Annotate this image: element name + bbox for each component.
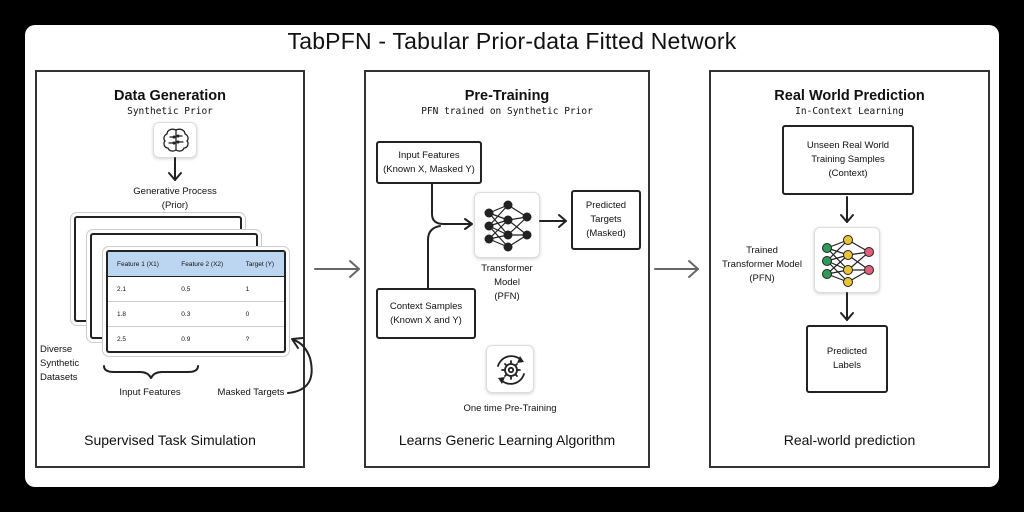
datasets-line: Datasets xyxy=(40,372,78,383)
table-cell: 1 xyxy=(236,276,284,302)
box-line: (Known X, Masked Y) xyxy=(383,163,475,175)
gear-cycle-icon xyxy=(497,355,525,385)
arrow-head xyxy=(558,214,567,228)
box-line: Labels xyxy=(832,360,861,371)
arrow-head xyxy=(168,172,182,181)
panel-subheading: In-Context Learning xyxy=(795,106,904,117)
arrow-masked-targets xyxy=(287,339,313,394)
model-line: Trained xyxy=(746,245,778,256)
box-line: Training Samples xyxy=(811,154,885,165)
connector-input-to-model xyxy=(431,183,471,225)
brain-tile xyxy=(153,122,197,158)
diverse-datasets-label: Diverse Synthetic Datasets xyxy=(40,343,100,385)
trained-model-tile xyxy=(814,227,880,293)
table-row: 2.1 0.5 1 xyxy=(108,276,284,302)
panel-heading: Data Generation xyxy=(114,88,226,104)
generative-process-line: Generative Process xyxy=(133,186,217,197)
panel-pre-training: Pre-Training PFN trained on Synthetic Pr… xyxy=(364,70,650,468)
box-line: Unseen Real World xyxy=(806,140,890,151)
arrow-head xyxy=(349,260,360,278)
model-line: (PFN) xyxy=(494,291,520,302)
box-line: (Masked) xyxy=(586,228,626,239)
pretraining-tile xyxy=(486,345,534,393)
arrow-head xyxy=(291,337,304,349)
predicted-targets-box: Predicted Targets (Masked) xyxy=(571,190,641,250)
diagram-title: TabPFN - Tabular Prior-data Fitted Netwo… xyxy=(287,28,737,54)
panel-footer: Real-world prediction xyxy=(783,432,916,448)
table-cell: 1.8 xyxy=(108,301,173,327)
table-cell: 2.1 xyxy=(108,276,173,302)
model-line: Model xyxy=(494,277,520,288)
trained-model-label: Trained Transformer Model (PFN) xyxy=(714,244,810,286)
predicted-labels-box: Predicted Labels xyxy=(806,325,888,393)
box-line: (Known X and Y) xyxy=(390,314,462,326)
input-features-label: Input Features xyxy=(119,387,181,398)
table-row: 2.5 0.9 ? xyxy=(108,327,284,352)
table-header: Feature 1 (X1) xyxy=(108,252,173,277)
box-line: Input Features xyxy=(398,149,460,161)
brain-icon xyxy=(163,128,189,152)
table-cell: 0 xyxy=(236,301,284,327)
context-samples-box: Context Samples (Known X and Y) xyxy=(376,288,476,339)
box-line: Targets xyxy=(590,214,622,225)
panel-footer: Supervised Task Simulation xyxy=(84,432,256,448)
panel-subheading: Synthetic Prior xyxy=(127,106,213,117)
generative-process-line: (Prior) xyxy=(161,200,189,211)
masked-targets-label: Masked Targets xyxy=(217,387,285,398)
neural-network-color-icon xyxy=(822,235,874,287)
table-header: Target (Y) xyxy=(236,252,284,277)
datasets-line: Diverse xyxy=(40,344,73,355)
table-cell: 0.3 xyxy=(172,301,237,327)
arrow-head xyxy=(464,218,473,230)
table-header: Feature 2 (X2) xyxy=(172,252,237,277)
unseen-samples-box: Unseen Real World Training Samples (Cont… xyxy=(782,125,914,195)
box-line: Predicted xyxy=(585,200,627,211)
arrow-head xyxy=(688,260,699,278)
dataset-table-grid: Feature 1 (X1) Feature 2 (X2) Target (Y)… xyxy=(108,252,284,351)
table-cell: 0.9 xyxy=(181,335,191,343)
table-row: 1.8 0.3 0 xyxy=(108,301,284,327)
model-line: Transformer Model xyxy=(722,259,802,270)
table-cell: 0.5 xyxy=(172,276,237,302)
panel-heading: Real World Prediction xyxy=(774,88,925,104)
model-line: Transformer xyxy=(481,263,533,274)
panel-subheading: PFN trained on Synthetic Prior xyxy=(421,106,593,117)
panel-heading: Pre-Training xyxy=(464,88,550,104)
pretraining-label: One time Pre-Training xyxy=(463,403,557,414)
box-line: (Context) xyxy=(828,168,868,179)
input-features-brace xyxy=(103,365,199,379)
datasets-line: Synthetic xyxy=(40,358,80,369)
dataset-table: Feature 1 (X1) Feature 2 (X2) Target (Y)… xyxy=(106,250,286,353)
box-line: Context Samples xyxy=(389,300,463,312)
table-cell: ? xyxy=(245,335,250,343)
model-line: (PFN) xyxy=(749,273,775,284)
input-features-box: Input Features (Known X, Masked Y) xyxy=(376,141,482,184)
generative-process-label: Generative Process (Prior) xyxy=(95,185,255,213)
table-cell: 2.5 xyxy=(117,335,127,343)
transformer-model-label: Transformer Model (PFN) xyxy=(466,262,548,304)
arrow-head xyxy=(840,312,854,321)
arrow-head xyxy=(840,214,854,223)
panel-footer: Learns Generic Learning Algorithm xyxy=(398,432,616,448)
connector-context-to-model xyxy=(427,225,441,289)
pfn-model-tile xyxy=(474,192,540,258)
table-header-row: Feature 1 (X1) Feature 2 (X2) Target (Y) xyxy=(108,252,284,277)
box-line: Predicted xyxy=(826,346,868,357)
neural-network-icon xyxy=(484,200,532,252)
